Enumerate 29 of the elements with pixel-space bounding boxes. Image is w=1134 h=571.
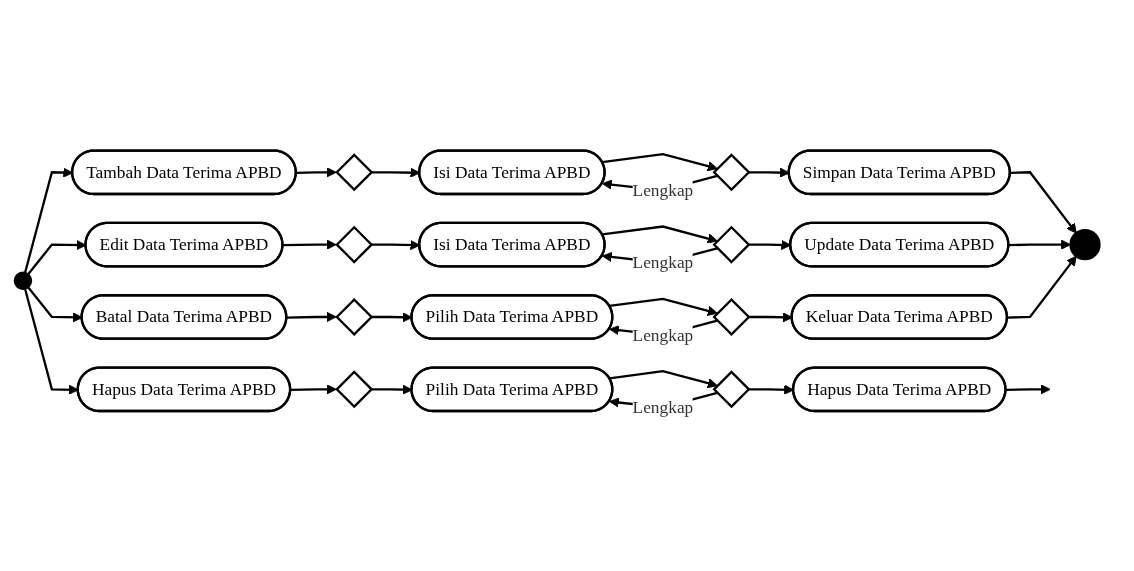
arrow (1008, 239, 1071, 250)
node-diamond (335, 370, 374, 409)
arrow (290, 384, 337, 395)
arrow (282, 239, 337, 250)
edge-label: Lengkap (632, 180, 694, 200)
edge-label: Lengkap (632, 253, 694, 272)
arrow (27, 286, 83, 323)
node-diamond (335, 297, 374, 336)
node-diamond (335, 153, 374, 192)
arrow (1007, 255, 1077, 319)
node-circle (1069, 229, 1101, 261)
node-diamond (712, 153, 751, 192)
arrow (1006, 384, 1051, 395)
arrow (1010, 171, 1077, 234)
node-diamond (712, 225, 751, 264)
node-circle (13, 271, 33, 291)
arrow (609, 370, 718, 389)
arrow (609, 297, 718, 316)
edge-label: Lengkap (632, 325, 694, 345)
arrow (748, 312, 793, 323)
arrow (602, 153, 718, 172)
edge-label: Lengkap (632, 397, 694, 417)
node-diamond (712, 370, 751, 409)
arrow (286, 311, 337, 323)
node-diamond (712, 297, 751, 336)
arrow (296, 167, 337, 178)
arrow (24, 288, 79, 395)
arrow (602, 225, 718, 244)
node-diamond (335, 225, 374, 264)
